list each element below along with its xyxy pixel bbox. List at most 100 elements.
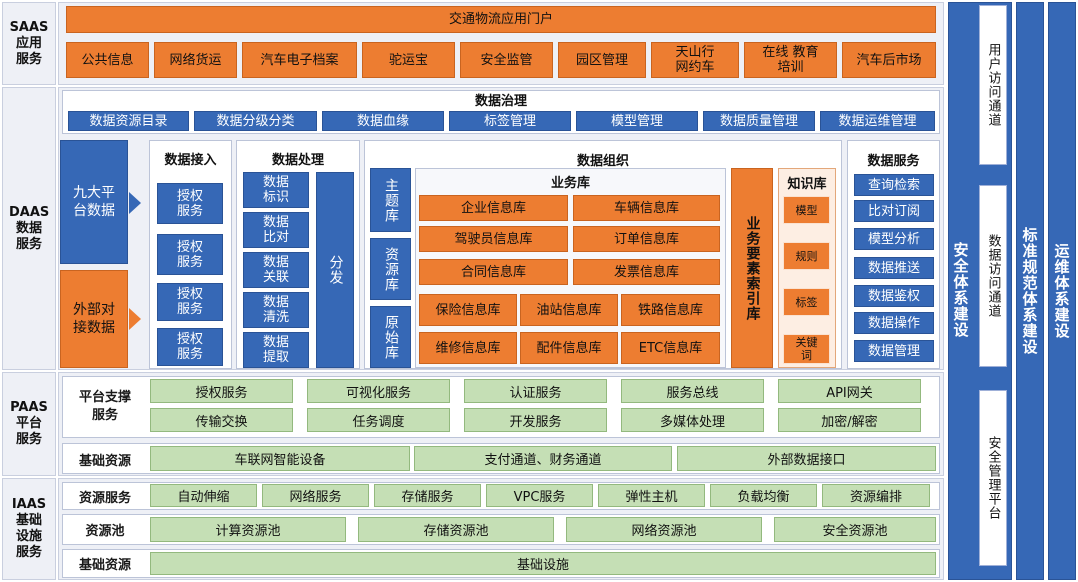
ingest-auth-service-3[interactable]: 授权 服务	[157, 328, 223, 366]
paas-service-2[interactable]: 认证服务	[464, 379, 607, 403]
saas-app-6[interactable]: 天山行 网约车	[651, 42, 739, 78]
data-service-1[interactable]: 比对订阅	[854, 200, 934, 222]
resource-service-6[interactable]: 资源编排	[822, 484, 930, 507]
infrastructure-bar[interactable]: 基础设施	[150, 552, 936, 575]
business-lib-5[interactable]: 发票信息库	[573, 259, 720, 285]
org-lib-raw[interactable]: 原始库	[370, 306, 411, 368]
saas-app-2[interactable]: 汽车电子档案	[242, 42, 357, 78]
saas-app-1[interactable]: 网络货运	[154, 42, 237, 78]
security-management-platform[interactable]: 安全管理平台	[979, 390, 1007, 566]
paas-service-label: 服务总线	[666, 385, 719, 401]
business-lib-1[interactable]: 车辆信息库	[573, 195, 720, 221]
business-lib-6[interactable]: 保险信息库	[419, 294, 517, 326]
saas-app-0[interactable]: 公共信息	[66, 42, 149, 78]
business-lib-2[interactable]: 驾驶员信息库	[419, 226, 568, 252]
org-lib-theme[interactable]: 主题库	[370, 168, 411, 232]
business-lib-11[interactable]: ETC信息库	[621, 332, 720, 364]
data-service-label: 查询检索	[867, 177, 920, 193]
saas-portal[interactable]: 交通物流应用门户	[66, 6, 936, 33]
data-service-2[interactable]: 模型分析	[854, 228, 934, 250]
data-service-4[interactable]: 数据鉴权	[854, 285, 934, 307]
element-index-lib[interactable]: 业务要素索引库	[731, 168, 773, 368]
business-lib-8[interactable]: 铁路信息库	[621, 294, 720, 326]
paas-service-label: 加密/解密	[821, 414, 878, 430]
resource-service-label: 存储服务	[401, 490, 454, 505]
knowledge-item-3[interactable]: 关键词	[783, 334, 830, 364]
business-lib-0[interactable]: 企业信息库	[419, 195, 568, 221]
saas-app-4[interactable]: 安全监管	[460, 42, 553, 78]
ingest-auth-service-2[interactable]: 授权 服务	[157, 283, 223, 321]
data-service-3[interactable]: 数据推送	[854, 257, 934, 279]
governance-item-5[interactable]: 数据质量管理	[703, 111, 815, 131]
resource-service-5[interactable]: 负载均衡	[710, 484, 817, 507]
saas-app-8[interactable]: 汽车后市场	[842, 42, 936, 78]
business-lib-4[interactable]: 合同信息库	[419, 259, 568, 285]
governance-item-1[interactable]: 数据分级分类	[194, 111, 317, 131]
business-lib-label: 铁路信息库	[637, 302, 703, 318]
resource-service-3[interactable]: VPC服务	[486, 484, 593, 507]
governance-item-label: 数据血缘	[356, 113, 409, 129]
resource-service-2[interactable]: 存储服务	[374, 484, 481, 507]
processing-item-4[interactable]: 数据 提取	[243, 332, 309, 368]
business-lib-3[interactable]: 订单信息库	[573, 226, 720, 252]
data-service-0[interactable]: 查询检索	[854, 174, 934, 196]
saas-app-3[interactable]: 驼运宝	[362, 42, 455, 78]
source-external-data[interactable]: 外部对 接数据	[60, 270, 128, 368]
resource-pool-2[interactable]: 网络资源池	[566, 517, 762, 542]
knowledge-item-0[interactable]: 模型	[783, 196, 830, 224]
paas-service-0[interactable]: 授权服务	[150, 379, 293, 403]
governance-item-6[interactable]: 数据运维管理	[820, 111, 935, 131]
ops-column[interactable]: 运维体系建设	[1048, 2, 1076, 580]
ops-label: 运维体系建设	[1052, 243, 1071, 339]
business-lib-9[interactable]: 维修信息库	[419, 332, 517, 364]
resource-pool-0[interactable]: 计算资源池	[150, 517, 346, 542]
data-service-5[interactable]: 数据操作	[854, 312, 934, 334]
resource-service-0[interactable]: 自动伸缩	[150, 484, 257, 507]
arrow-right-icon	[129, 192, 141, 214]
paas-service-8[interactable]: 多媒体处理	[621, 408, 764, 432]
saas-app-5[interactable]: 园区管理	[558, 42, 646, 78]
layer-label-paas: PAAS 平台 服务	[2, 372, 56, 476]
data-service-6[interactable]: 数据管理	[854, 340, 934, 362]
knowledge-item-label: 关键词	[795, 336, 818, 362]
data-access-channel[interactable]: 数据访问通道	[979, 185, 1007, 367]
paas-service-5[interactable]: 传输交换	[150, 408, 293, 432]
paas-service-label: 任务调度	[352, 414, 405, 430]
paas-base-0[interactable]: 车联网智能设备	[150, 446, 410, 471]
business-lib-7[interactable]: 油站信息库	[520, 294, 618, 326]
governance-item-2[interactable]: 数据血缘	[322, 111, 444, 131]
governance-item-4[interactable]: 模型管理	[576, 111, 698, 131]
saas-app-7[interactable]: 在线 教育培训	[744, 42, 837, 78]
paas-service-4[interactable]: API网关	[778, 379, 921, 403]
processing-item-3[interactable]: 数据 清洗	[243, 292, 309, 328]
source-platform-data[interactable]: 九大平 台数据	[60, 140, 128, 264]
business-lib-10[interactable]: 配件信息库	[520, 332, 618, 364]
knowledge-item-1[interactable]: 规则	[783, 242, 830, 270]
paas-service-1[interactable]: 可视化服务	[307, 379, 450, 403]
governance-item-3[interactable]: 标签管理	[449, 111, 571, 131]
processing-distribute-label: 分发	[327, 255, 344, 285]
ingest-auth-service-0[interactable]: 授权 服务	[157, 183, 223, 224]
paas-service-7[interactable]: 开发服务	[464, 408, 607, 432]
paas-base-1[interactable]: 支付通道、财务通道	[414, 446, 672, 471]
knowledge-item-2[interactable]: 标签	[783, 288, 830, 316]
processing-item-2[interactable]: 数据 关联	[243, 252, 309, 288]
paas-service-3[interactable]: 服务总线	[621, 379, 764, 403]
org-lib-resource[interactable]: 资源库	[370, 238, 411, 300]
processing-item-0[interactable]: 数据 标识	[243, 172, 309, 208]
processing-item-label: 数据 清洗	[262, 295, 289, 325]
paas-base-2[interactable]: 外部数据接口	[677, 446, 936, 471]
paas-service-label: 认证服务	[509, 385, 562, 401]
processing-item-1[interactable]: 数据 比对	[243, 212, 309, 248]
governance-item-0[interactable]: 数据资源目录	[68, 111, 189, 131]
paas-service-6[interactable]: 任务调度	[307, 408, 450, 432]
ingest-auth-service-1[interactable]: 授权 服务	[157, 234, 223, 275]
resource-service-1[interactable]: 网络服务	[262, 484, 369, 507]
resource-pool-3[interactable]: 安全资源池	[774, 517, 936, 542]
paas-service-9[interactable]: 加密/解密	[778, 408, 921, 432]
resource-pool-1[interactable]: 存储资源池	[358, 517, 554, 542]
user-access-channel[interactable]: 用户访问通道	[979, 5, 1007, 165]
resource-service-4[interactable]: 弹性主机	[598, 484, 705, 507]
standards-column[interactable]: 标准规范体系建设	[1016, 2, 1044, 580]
processing-distribute[interactable]: 分发	[316, 172, 354, 368]
